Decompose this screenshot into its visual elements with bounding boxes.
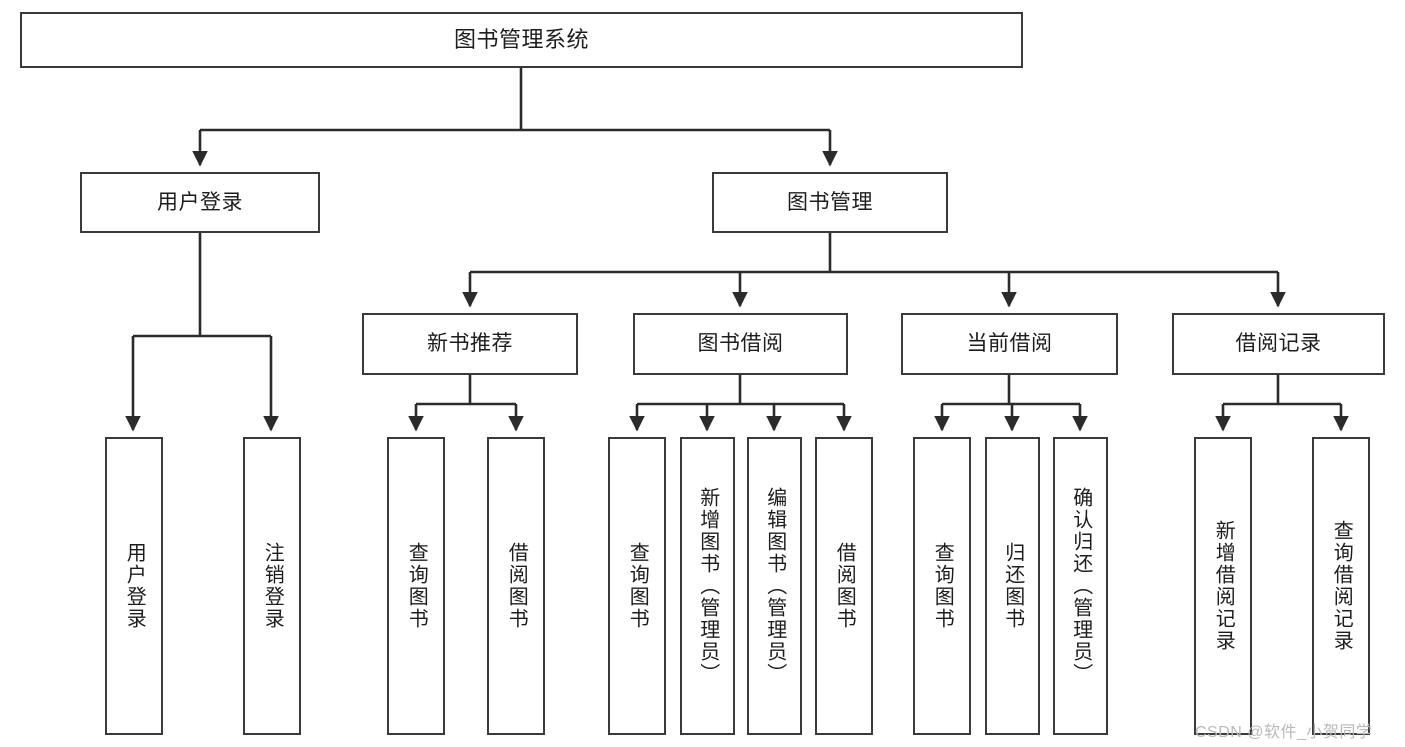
node-leaf-user-login[interactable]: 用户登录 [105, 437, 163, 735]
node-current-borrow-label: 当前借阅 [966, 332, 1053, 356]
node-root[interactable]: 图书管理系统 [20, 12, 1023, 68]
node-leaf-borrow-book-recommend[interactable]: 借阅图书 [487, 437, 545, 735]
node-leaf-edit-book[interactable]: 编辑图书（管理员） [747, 437, 802, 735]
node-user-login-label: 用户登录 [157, 190, 243, 214]
node-borrow-record[interactable]: 借阅记录 [1172, 313, 1385, 375]
node-leaf-query-book-recommend[interactable]: 查询图书 [387, 437, 445, 735]
node-leaf-query-book-current[interactable]: 查询图书 [913, 437, 971, 735]
node-book-management[interactable]: 图书管理 [712, 172, 948, 233]
node-leaf-query-borrow-record-label: 查询借阅记录 [1330, 520, 1353, 652]
node-borrow-record-label: 借阅记录 [1235, 332, 1322, 356]
node-leaf-borrow-book-recommend-label: 借阅图书 [505, 542, 528, 630]
node-leaf-return-book[interactable]: 归还图书 [985, 437, 1040, 735]
node-book-management-label: 图书管理 [787, 190, 873, 214]
node-leaf-add-borrow-record-label: 新增借阅记录 [1212, 520, 1235, 652]
node-leaf-confirm-return[interactable]: 确认归还（管理员） [1053, 437, 1108, 735]
node-leaf-borrow-book[interactable]: 借阅图书 [815, 437, 873, 735]
node-leaf-query-book-recommend-label: 查询图书 [405, 542, 428, 630]
node-leaf-query-book-current-label: 查询图书 [931, 542, 954, 630]
node-leaf-query-book-borrow[interactable]: 查询图书 [608, 437, 666, 735]
node-leaf-return-book-label: 归还图书 [1001, 542, 1024, 630]
node-leaf-user-logout[interactable]: 注销登录 [243, 437, 301, 735]
node-book-borrow[interactable]: 图书借阅 [633, 313, 848, 375]
node-book-borrow-label: 图书借阅 [697, 332, 784, 356]
node-leaf-user-login-label: 用户登录 [123, 542, 146, 630]
node-leaf-borrow-book-label: 借阅图书 [833, 542, 856, 630]
node-current-borrow[interactable]: 当前借阅 [901, 313, 1118, 375]
node-leaf-confirm-return-label: 确认归还（管理员） [1069, 487, 1092, 685]
node-leaf-add-book-label: 新增图书（管理员） [696, 487, 719, 685]
node-leaf-query-borrow-record[interactable]: 查询借阅记录 [1312, 437, 1370, 735]
node-leaf-edit-book-label: 编辑图书（管理员） [763, 487, 786, 685]
node-leaf-add-book[interactable]: 新增图书（管理员） [680, 437, 735, 735]
node-new-book-recommend[interactable]: 新书推荐 [362, 313, 578, 375]
watermark: CSDN @软件_小贺同学 [1195, 724, 1373, 741]
node-leaf-user-logout-label: 注销登录 [261, 542, 284, 630]
node-leaf-add-borrow-record[interactable]: 新增借阅记录 [1194, 437, 1252, 735]
node-user-login[interactable]: 用户登录 [80, 172, 320, 233]
node-leaf-query-book-borrow-label: 查询图书 [626, 542, 649, 630]
node-root-label: 图书管理系统 [453, 26, 589, 52]
node-new-book-recommend-label: 新书推荐 [427, 332, 513, 356]
